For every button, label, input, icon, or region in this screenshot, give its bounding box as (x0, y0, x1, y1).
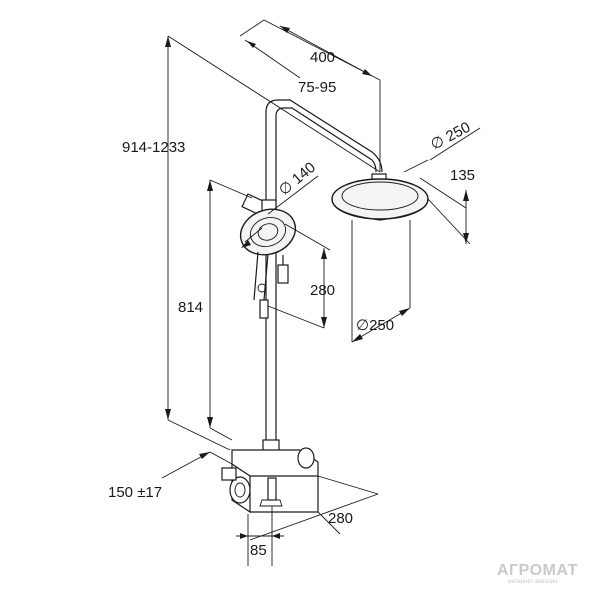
label-85: 85 (250, 542, 267, 559)
label-914-1233: 914-1233 (122, 139, 185, 156)
dim-hand-140 (241, 175, 331, 251)
label-814: 814 (178, 299, 203, 316)
label-75-95: 75-95 (298, 79, 336, 96)
watermark: АГРОМАТ интернет-магазин (497, 562, 578, 585)
label-head-250-bottom: ∅250 (356, 317, 394, 334)
hand-shower-head (239, 208, 297, 301)
dim-280-mixer (249, 475, 379, 541)
thermostat-mixer (221, 447, 319, 514)
label-280-slide: 280 (310, 282, 335, 299)
label-hand-140: ∅ 140 (276, 159, 319, 199)
label-400: 400 (310, 49, 335, 66)
label-280-mixer: 280 (328, 510, 353, 527)
label-135: 135 (450, 167, 475, 184)
dim-400 (263, 19, 381, 172)
dim-280-slide (267, 248, 327, 329)
watermark-brand: АГРОМАТ (497, 562, 578, 579)
dim-head-250-135 (403, 127, 481, 245)
label-150: 150 ±17 (108, 484, 162, 501)
riser-pipe (265, 99, 383, 445)
dim-814 (207, 179, 253, 441)
dim-85 (236, 506, 284, 566)
dim-150 (161, 451, 233, 479)
dim-914-1233 (165, 35, 381, 451)
watermark-tagline: интернет-магазин (508, 579, 557, 585)
dim-75-95 (239, 19, 301, 79)
dim-head-250-bottom (351, 220, 411, 343)
label-head-250-top: ∅ 250 (428, 119, 473, 154)
rain-shower-head (331, 173, 429, 221)
